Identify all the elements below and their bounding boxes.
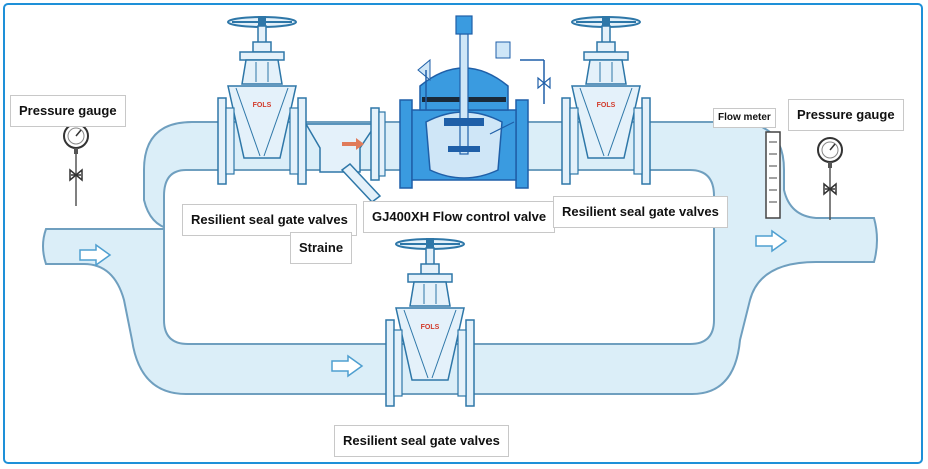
label-gate-valve-top-right: Resilient seal gate valves bbox=[553, 196, 728, 228]
flow-meter-icon bbox=[765, 131, 781, 219]
valve-mark-bypass: FOLS bbox=[421, 324, 440, 331]
flow-control-valve-icon bbox=[399, 15, 551, 189]
label-pressure-gauge-right: Pressure gauge bbox=[788, 99, 904, 131]
valve-mark-top-right: FOLS bbox=[597, 102, 616, 109]
label-strainer: Straine bbox=[290, 232, 353, 264]
label-flow-meter: Flow meter bbox=[713, 108, 776, 128]
label-gate-valve-bypass: Resilient seal gate valves bbox=[334, 425, 509, 457]
valve-mark-top-left: FOLS bbox=[253, 102, 272, 109]
label-pressure-gauge-left: Pressure gauge bbox=[10, 95, 126, 127]
label-flow-control-valve: GJ400XH Flow control valve bbox=[363, 201, 556, 233]
label-gate-valve-top-left: Resilient seal gate valves bbox=[182, 204, 357, 236]
